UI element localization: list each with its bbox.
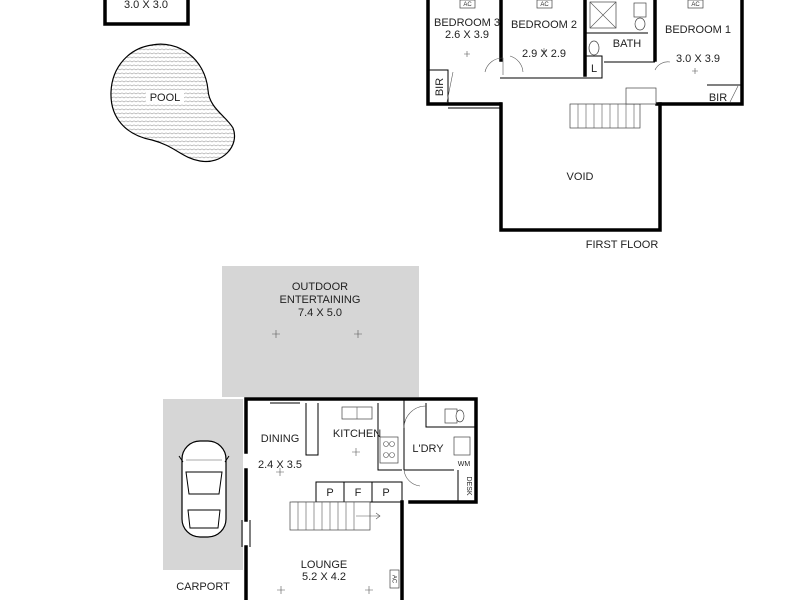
bedroom1-label: BEDROOM 1 [665,24,731,36]
ac-tag: AC [691,2,700,8]
outdoor-entertaining: OUTDOOR ENTERTAINING 7.4 X 5.0 [222,266,419,397]
pool-label: POOL [150,92,181,104]
bedroom1-dimension: 3.0 X 3.9 [676,53,720,65]
dining-label: DINING [261,433,300,445]
bir-right-label: BIR [709,92,727,104]
laundry-label: L'DRY [412,443,444,455]
outdoor-label-line1: OUTDOOR [292,281,348,293]
stair-lower [289,501,381,531]
ac-tag: AC [540,2,549,8]
bath-label: BATH [613,38,642,50]
pantry-label: P [382,487,389,499]
lounge-label: LOUNGE [301,559,347,571]
ground-floor: AC DINING 2.4 X 3.5 KITCHEN L'DRY WM DES… [241,397,478,600]
void-label: VOID [567,171,594,183]
ac-tag: AC [463,2,472,8]
desk-label: DESK [465,476,472,495]
car-icon [178,440,230,538]
carport-label: CARPORT [176,581,230,593]
first-floor: AC AC AC BEDROOM 3 2.6 X 3.9 BEDROOM 2 2… [426,0,744,251]
dining-dimension: 2.4 X 3.5 [258,459,302,471]
lounge-dimension: 5.2 X 4.2 [302,571,346,583]
bedroom2-dimension: 2.9 X 2.9 [522,48,566,60]
shed-dimension: 3.0 X 3.0 [124,0,168,11]
ac-tag: AC [391,575,397,584]
bedroom3-label: BEDROOM 3 [434,17,500,29]
kitchen-label: KITCHEN [333,428,381,440]
bedroom3-dimension: 2.6 X 3.9 [445,29,489,41]
outdoor-label-line2: ENTERTAINING [280,294,361,306]
first-floor-title: FIRST FLOOR [586,239,659,251]
stair-upper [569,87,657,129]
shed: 3.0 X 3.0 [103,0,190,26]
pool: POOL [110,43,236,163]
fridge-label: F [355,487,362,499]
pantry-label: P [326,487,333,499]
linen-label: L [591,63,597,75]
bedroom2-label: BEDROOM 2 [511,19,577,31]
bir-left-label: BIR [434,78,446,96]
wm-label: WM [458,461,471,468]
carport: CARPORT [163,399,243,593]
outdoor-dimension: 7.4 X 5.0 [298,307,342,319]
